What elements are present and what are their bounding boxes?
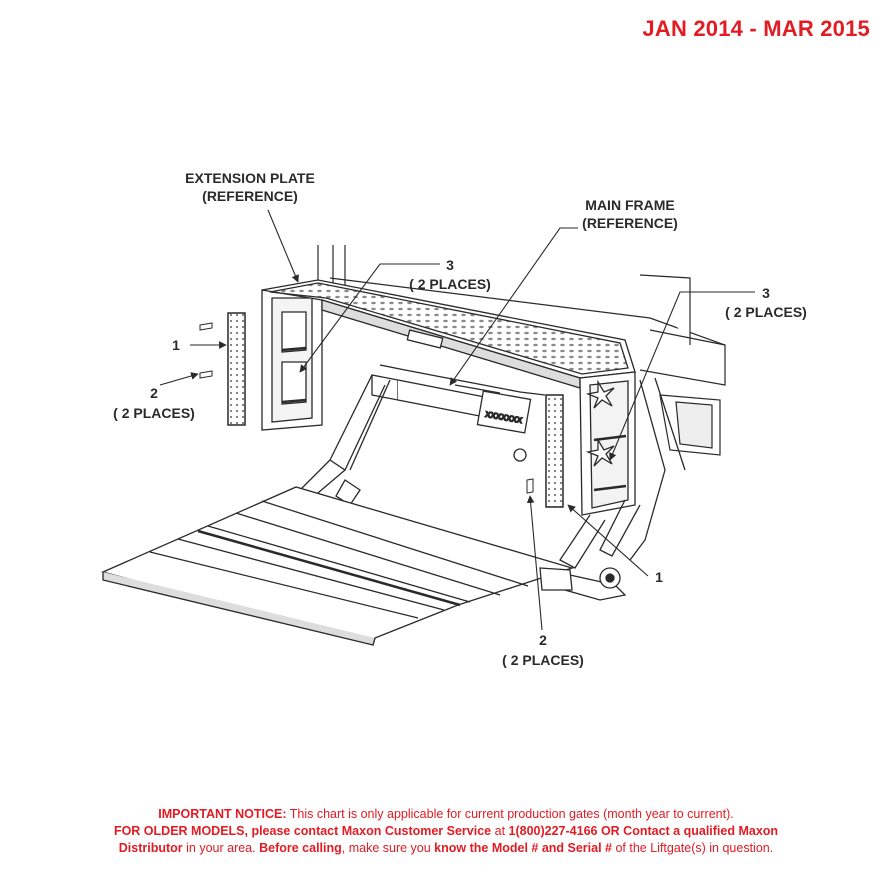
notice-model-serial: know the Model # and Serial # — [434, 841, 612, 855]
notice-line-2: FOR OLDER MODELS, please contact Maxon C… — [0, 823, 892, 840]
item1-right-number: 1 — [655, 569, 663, 585]
item3-right-places: ( 2 PLACES) — [725, 304, 807, 320]
notice-distributor: Distributor — [118, 841, 183, 855]
item2-left-number: 2 — [150, 385, 158, 401]
notice-heading: IMPORTANT NOTICE: — [158, 807, 287, 821]
bolts — [199, 322, 534, 494]
main-frame-label: MAIN FRAME — [585, 197, 674, 213]
item3-top-places: ( 2 PLACES) — [409, 276, 491, 292]
main-frame-top-deck — [261, 279, 636, 389]
mounting-frame: XXXXXXX — [371, 364, 546, 462]
notice-text-1: This chart is only applicable for curren… — [286, 807, 734, 821]
extension-plate — [261, 289, 323, 431]
notice-before-calling: Before calling — [259, 841, 342, 855]
item2-left-places: ( 2 PLACES) — [113, 405, 195, 421]
notice-line-1: IMPORTANT NOTICE: This chart is only app… — [0, 806, 892, 823]
item2-bottom-number: 2 — [539, 632, 547, 648]
extension-plate-label: EXTENSION PLATE — [185, 170, 315, 186]
item3-top-number: 3 — [446, 257, 454, 273]
item2-bottom-places: ( 2 PLACES) — [502, 652, 584, 668]
item1-left-number: 1 — [172, 337, 180, 353]
notice-text-3a: in your area. — [182, 841, 260, 855]
bumper-pad-left — [227, 312, 246, 426]
main-frame-reference: (REFERENCE) — [582, 215, 678, 231]
date-range-title: JAN 2014 - MAR 2015 — [642, 16, 870, 41]
bumper-pad-right — [545, 394, 564, 508]
notice-text-2: at — [491, 824, 509, 838]
callout-labels: EXTENSION PLATE (REFERENCE) MAIN FRAME (… — [113, 170, 807, 668]
main-frame-right-side — [579, 371, 636, 516]
notice-text-3c: of the Liftgate(s) in question. — [612, 841, 774, 855]
platform — [101, 486, 575, 646]
notice-older-models: FOR OLDER MODELS, please contact Maxon C… — [113, 824, 492, 838]
notice-phone: 1(800)227-4166 OR Contact a qualified Ma… — [508, 824, 779, 838]
notice-line-3: Distributor in your area. Before calling… — [0, 840, 892, 857]
item3-right-number: 3 — [762, 285, 770, 301]
lift-arms — [298, 374, 686, 601]
notice-text-3b: , make sure you — [341, 841, 435, 855]
leader-lines — [159, 209, 755, 631]
important-notice: IMPORTANT NOTICE: This chart is only app… — [0, 806, 892, 857]
extension-plate-reference: (REFERENCE) — [202, 188, 298, 204]
